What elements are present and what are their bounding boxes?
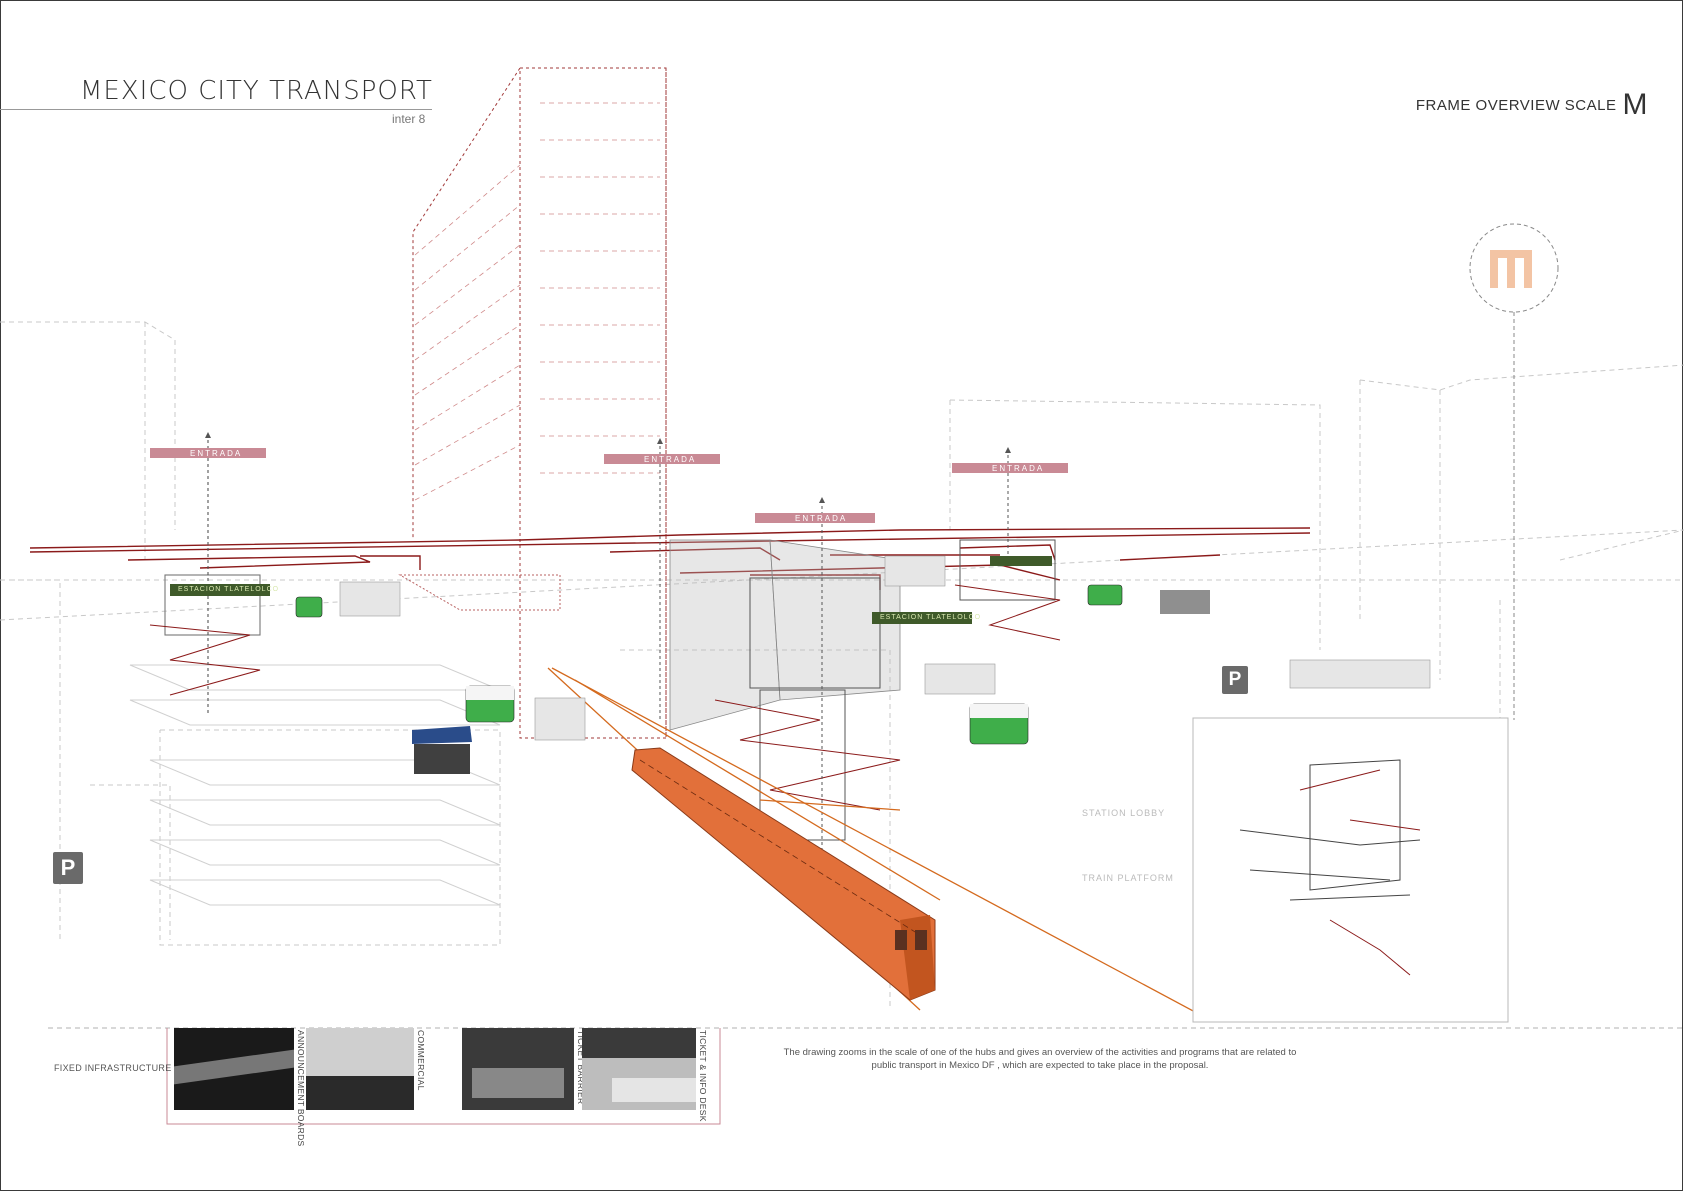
market-stall (412, 726, 472, 774)
metro-train (631, 747, 936, 1001)
parking-sign-left: P (53, 852, 83, 884)
entrance-sign-label-4: ENTRADA (992, 464, 1045, 473)
sign-arrows (205, 432, 1011, 503)
photo-bracket (166, 1028, 721, 1125)
tower-red (412, 67, 667, 740)
photo-label-ticket-barrier: TICKET BARRIER (576, 1030, 586, 1105)
photo-label-ticket-info-desk: TICKET & INFO DESK (698, 1030, 708, 1122)
minibus-1 (295, 596, 323, 618)
entrance-sign-label-2: ENTRADA (644, 455, 697, 464)
entrance-sign-3 (755, 513, 875, 523)
bicycles (1160, 590, 1210, 614)
metro-logo-icon (1469, 223, 1559, 720)
turnstiles (339, 555, 1431, 741)
minibus-3 (969, 703, 1029, 745)
scale-title-text: FRAME OVERVIEW SCALE (1415, 97, 1617, 114)
central-volume (669, 539, 901, 731)
entrance-sign-1 (150, 448, 266, 458)
photo-ticket-barrier (462, 1028, 574, 1110)
floor-slabs-left (129, 664, 501, 906)
minibus-4 (1087, 584, 1123, 606)
scale-title: FRAME OVERVIEW SCALE M (1416, 88, 1648, 122)
parking-sign-right: P (1222, 666, 1248, 694)
drawing-caption: The drawing zooms in the scale of one of… (783, 1047, 1297, 1071)
entrance-sign-label-1: ENTRADA (190, 449, 243, 458)
stair-tower-center (714, 500, 901, 880)
entrance-sign-2 (604, 454, 720, 464)
station-sign-label-2: ESTACION TLATELOLCO (880, 614, 982, 621)
level-label-station-lobby: STATION LOBBY (1082, 808, 1166, 818)
level-label-train-platform: TRAIN PLATFORM (1082, 873, 1174, 883)
page-subtitle: inter 8 (392, 112, 426, 126)
stair-tower-left (149, 440, 261, 715)
station-sign-1 (170, 584, 270, 596)
context-buildings (0, 321, 1684, 1010)
photo-ticket-info-desk (582, 1028, 696, 1110)
minibus-2 (465, 685, 515, 723)
photo-label-announcement-boards: ANNOUNCEMENT BOARDS (296, 1030, 306, 1147)
photo-label-commercial: COMMERCIAL (416, 1030, 426, 1091)
photo-commercial (306, 1028, 414, 1110)
station-sign-label-1: ESTACION TLATELOLCO (178, 586, 280, 593)
fixed-infrastructure-label: FIXED INFRASTRUCTURE (54, 1063, 172, 1073)
station-sign-3 (990, 556, 1052, 566)
page-title: MEXICO CITY TRANSPORT (80, 76, 433, 106)
detail-inset-frame (1192, 717, 1509, 1023)
tower-floor-lines (414, 102, 660, 501)
stair-tower-right (954, 455, 1061, 641)
photo-announcement-boards (174, 1028, 294, 1110)
scale-letter: M (1622, 88, 1648, 121)
station-sign-2 (872, 612, 972, 624)
entrance-sign-4 (952, 463, 1068, 473)
entrance-sign-label-3: ENTRADA (795, 514, 848, 523)
title-rule (0, 109, 432, 110)
detail-stair-tower (1239, 759, 1421, 976)
